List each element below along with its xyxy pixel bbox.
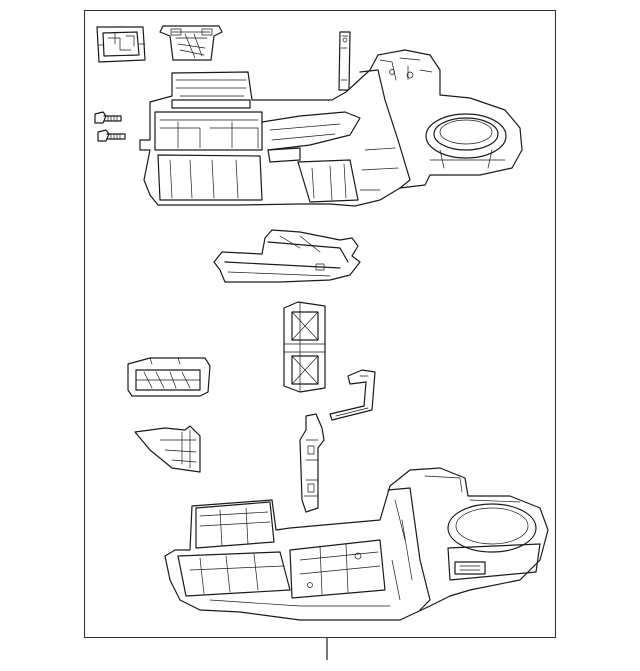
diagram-frame <box>84 10 556 638</box>
screw-icon <box>94 111 122 124</box>
center-door-icon <box>283 301 326 393</box>
seal-flap-icon <box>134 425 201 473</box>
lower-housing-icon <box>164 467 549 621</box>
bent-bracket-icon <box>329 369 376 421</box>
screw-icon <box>97 129 126 142</box>
duct-cover-icon <box>213 229 361 283</box>
upper-housing-icon <box>139 49 523 207</box>
long-door-icon <box>299 413 325 513</box>
door-actuator-icon <box>159 25 223 61</box>
rod-icon <box>338 31 351 91</box>
vent-icon <box>127 357 211 397</box>
bracket-clip-icon <box>96 26 146 63</box>
